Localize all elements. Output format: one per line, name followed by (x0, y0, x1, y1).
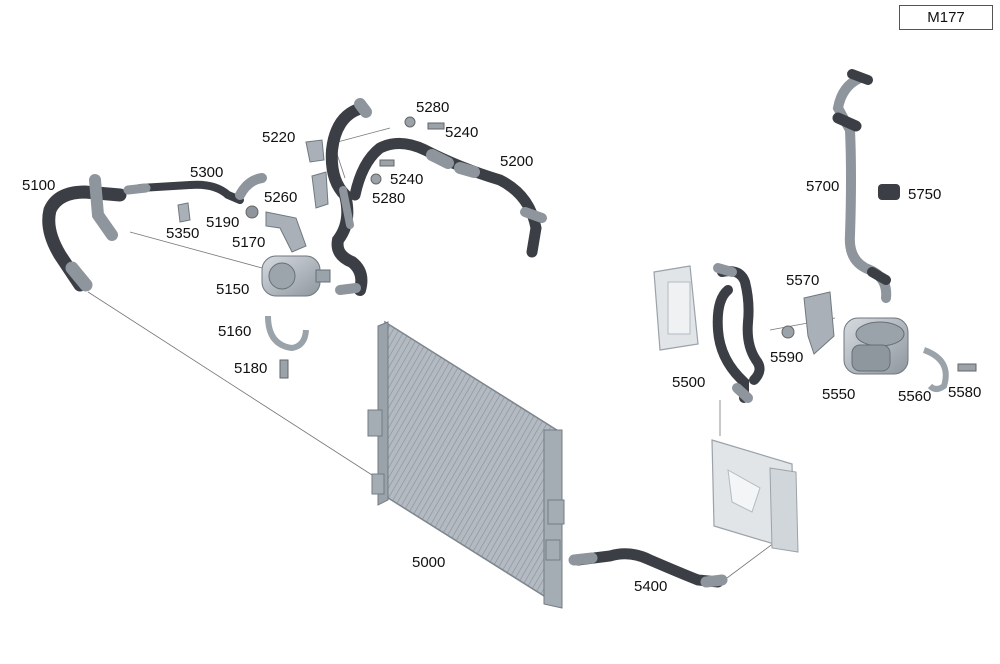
bracket-5570 (803, 291, 835, 355)
bracket-5220 (305, 139, 325, 163)
radiator-5000 (367, 320, 565, 609)
hose-5200 (325, 98, 547, 296)
label-5180: 5180 (234, 360, 267, 377)
auxiliary-radiator (711, 439, 799, 553)
bolt-5580 (957, 363, 977, 372)
hose-5300 (123, 173, 267, 204)
label-5100: 5100 (22, 177, 55, 194)
label-5550: 5550 (822, 386, 855, 403)
part-5190 (245, 205, 259, 219)
label-5500: 5500 (672, 374, 705, 391)
label-5560: 5560 (898, 388, 931, 405)
bolt-5180 (279, 359, 289, 379)
model-code: M177 (927, 9, 965, 26)
clip-5350 (177, 202, 191, 223)
label-5240-b: 5240 (390, 171, 423, 188)
hose-5100 (42, 174, 127, 292)
label-5240-a: 5240 (445, 124, 478, 141)
label-5160: 5160 (218, 323, 251, 340)
label-5350: 5350 (166, 225, 199, 242)
callout-labels: 5000 5100 5150 5160 5170 5180 5190 5200 … (22, 99, 981, 595)
label-5260: 5260 (264, 189, 297, 206)
label-5200: 5200 (500, 153, 533, 170)
label-5570: 5570 (786, 272, 819, 289)
label-5190: 5190 (206, 214, 239, 231)
label-5150: 5150 (216, 281, 249, 298)
label-5700: 5700 (806, 178, 839, 195)
label-5590: 5590 (770, 349, 803, 366)
pump-5150 (261, 255, 331, 297)
nut-5280-b (370, 173, 382, 185)
label-5400: 5400 (634, 578, 667, 595)
nut-5280-a (404, 116, 416, 128)
clamp-5160 (265, 315, 309, 352)
label-5280-b: 5280 (372, 190, 405, 207)
clamp-5560 (922, 347, 949, 392)
bracket-5260 (311, 171, 329, 209)
label-5580: 5580 (948, 384, 981, 401)
model-code-box: M177 (899, 5, 993, 30)
grommet-5750 (878, 184, 900, 200)
hose-5400 (568, 548, 728, 588)
part-5590 (781, 325, 795, 339)
label-5280-a: 5280 (416, 99, 449, 116)
hose-5700 (832, 69, 892, 303)
label-5170: 5170 (232, 234, 265, 251)
bolt-5240-b (379, 159, 395, 167)
hose-5500 (712, 263, 765, 403)
pump-5550 (843, 317, 909, 375)
module-block (653, 265, 699, 351)
bracket-5170 (265, 211, 307, 253)
bolt-5240-a (427, 122, 445, 130)
label-5000: 5000 (412, 554, 445, 571)
label-5300: 5300 (190, 164, 223, 181)
label-5750: 5750 (908, 186, 941, 203)
label-5220: 5220 (262, 129, 295, 146)
